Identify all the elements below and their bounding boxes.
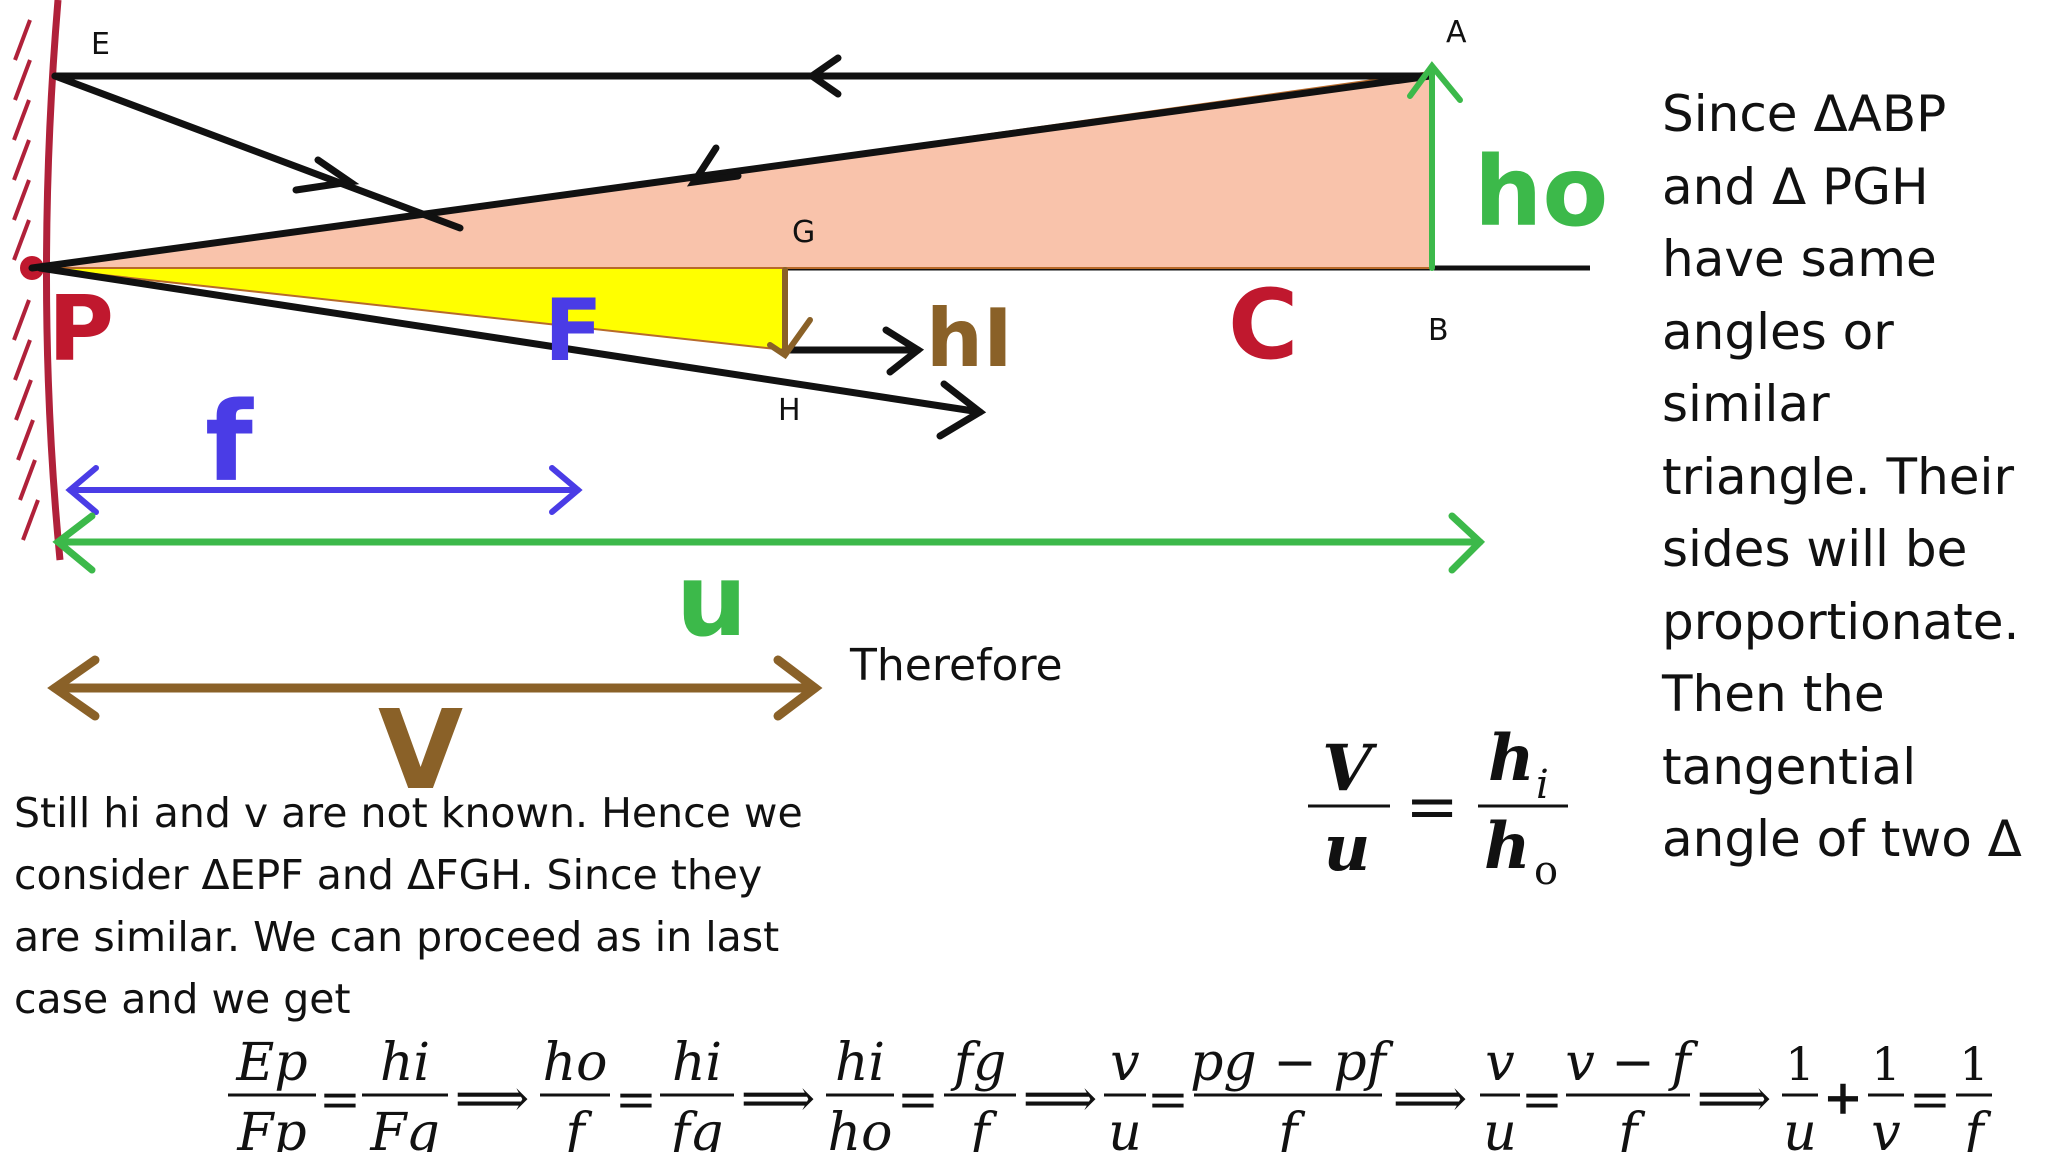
explanation-line: consider ΔEPF and ΔFGH. Since they — [14, 851, 763, 899]
explanation-line: similar — [1662, 375, 1830, 433]
eq2-eq1: = — [319, 1070, 361, 1128]
explanation-similar-triangles: Since ΔABP and Δ PGH have same angles or… — [1662, 78, 2032, 876]
eq2-frac10-num: v − f — [1565, 1033, 1698, 1093]
label-pole-p: P — [48, 277, 114, 382]
light-rays — [28, 54, 1434, 440]
therefore-text: Therefore — [850, 640, 1063, 691]
object-arrow — [1407, 61, 1463, 271]
eq2-frac4-num: hi — [672, 1033, 722, 1093]
label-point-g: G — [792, 215, 815, 250]
eq2-eq3: = — [897, 1070, 939, 1128]
label-centre-c: C — [1228, 269, 1298, 381]
eq1-numerator-right: h — [1488, 721, 1535, 796]
eq2-frac5-num: hi — [835, 1033, 885, 1093]
label-point-h: H — [778, 393, 801, 428]
eq2-eq5: = — [1521, 1070, 1563, 1128]
eq2-eq6: = — [1909, 1070, 1951, 1128]
eq2-frac1-num: Ep — [235, 1033, 307, 1093]
explanation-line: and Δ PGH — [1662, 157, 1929, 216]
eq2-frac9-num: v — [1485, 1033, 1514, 1093]
eq2-frac13-num: 1 — [1959, 1037, 1988, 1091]
eq2-frac6-den: f — [966, 1103, 997, 1152]
eq2-frac11-num: 1 — [1785, 1037, 1814, 1091]
equation-chain: Ep Fp = hi Fg ⟹ ho f = hi fg ⟹ hi ho = f… — [228, 1033, 1992, 1152]
eq2-implies3: ⟹ — [1023, 1069, 1098, 1129]
eq2-frac3-den: f — [561, 1103, 592, 1152]
eq2-frac12-num: 1 — [1871, 1037, 1900, 1091]
explanation-line: sides will be — [1662, 520, 1968, 578]
eq2-frac8-den: f — [1274, 1103, 1305, 1152]
eq1-denominator-right: h — [1484, 809, 1531, 884]
eq1-numerator-left: V — [1322, 731, 1378, 806]
explanation-line: tangential — [1662, 737, 1917, 796]
eq2-eq2: = — [615, 1070, 657, 1128]
eq2-frac7-num: v — [1110, 1033, 1139, 1093]
explanation-line: proportionate. — [1662, 592, 2020, 651]
label-point-e: E — [91, 27, 110, 62]
label-object-distance-u: u — [676, 542, 747, 659]
label-focus-f: F — [544, 281, 603, 381]
triangle-pgh — [39, 267, 786, 352]
explanation-line: angle of two Δ — [1662, 810, 2022, 868]
explanation-line: Then the — [1662, 665, 1885, 723]
eq1-numerator-right-sub: i — [1536, 762, 1549, 808]
eq2-frac7-den: u — [1108, 1103, 1142, 1152]
eq2-frac4-den: fg — [667, 1103, 724, 1152]
concave-mirror — [12, 0, 64, 561]
label-point-b: B — [1428, 313, 1449, 348]
label-focal-length-f: f — [205, 378, 254, 506]
explanation-line: have same — [1662, 230, 1937, 288]
focal-length-arrow — [65, 465, 583, 515]
eq2-frac8-num: pg − pf — [1190, 1033, 1393, 1093]
eq2-frac6-num: fg — [950, 1033, 1007, 1093]
explanation-line: triangle. Their — [1662, 447, 2015, 506]
eq2-frac2-den: Fg — [369, 1103, 439, 1152]
eq1-denominator-right-sub: o — [1534, 848, 1558, 894]
label-image-height-hi: hI — [926, 292, 1013, 385]
explanation-line: Since ΔABP — [1662, 85, 1947, 143]
eq1-denominator-left: u — [1324, 811, 1371, 886]
eq2-frac10-den: f — [1614, 1103, 1645, 1152]
image-arrow — [767, 267, 813, 360]
eq2-implies2: ⟹ — [741, 1069, 816, 1129]
eq2-frac9-den: u — [1483, 1103, 1517, 1152]
label-object-height-ho: ho — [1474, 136, 1608, 248]
eq2-frac13-den: f — [1960, 1103, 1991, 1152]
equation-ratio: V u = h i h o — [1308, 721, 1568, 894]
eq2-frac3-num: ho — [543, 1033, 608, 1093]
eq2-plus: + — [1823, 1070, 1863, 1126]
eq1-equals: = — [1405, 770, 1459, 844]
explanation-line: case and we get — [14, 975, 351, 1023]
object-distance-arrow — [52, 512, 1486, 574]
label-point-a: A — [1446, 15, 1467, 50]
label-image-distance-v: V — [378, 686, 463, 814]
eq2-frac1-den: Fp — [236, 1103, 306, 1152]
eq2-implies1: ⟹ — [455, 1069, 530, 1129]
explanation-line: angles or — [1662, 302, 1894, 361]
eq2-implies4: ⟹ — [1393, 1069, 1468, 1129]
image-distance-arrow — [47, 655, 823, 721]
eq2-frac5-den: ho — [828, 1103, 893, 1152]
explanation-line: are similar. We can proceed as in last — [14, 913, 780, 961]
explanation-efp-fgh: Still hi and v are not known. Hence we c… — [14, 782, 874, 1030]
eq2-frac2-num: hi — [380, 1033, 430, 1093]
eq2-frac12-den: v — [1871, 1103, 1900, 1152]
eq2-frac11-den: u — [1783, 1103, 1817, 1152]
explanation-line: Still hi and v are not known. Hence we — [14, 789, 803, 837]
eq2-implies5: ⟹ — [1697, 1069, 1772, 1129]
eq2-eq4: = — [1147, 1070, 1189, 1128]
